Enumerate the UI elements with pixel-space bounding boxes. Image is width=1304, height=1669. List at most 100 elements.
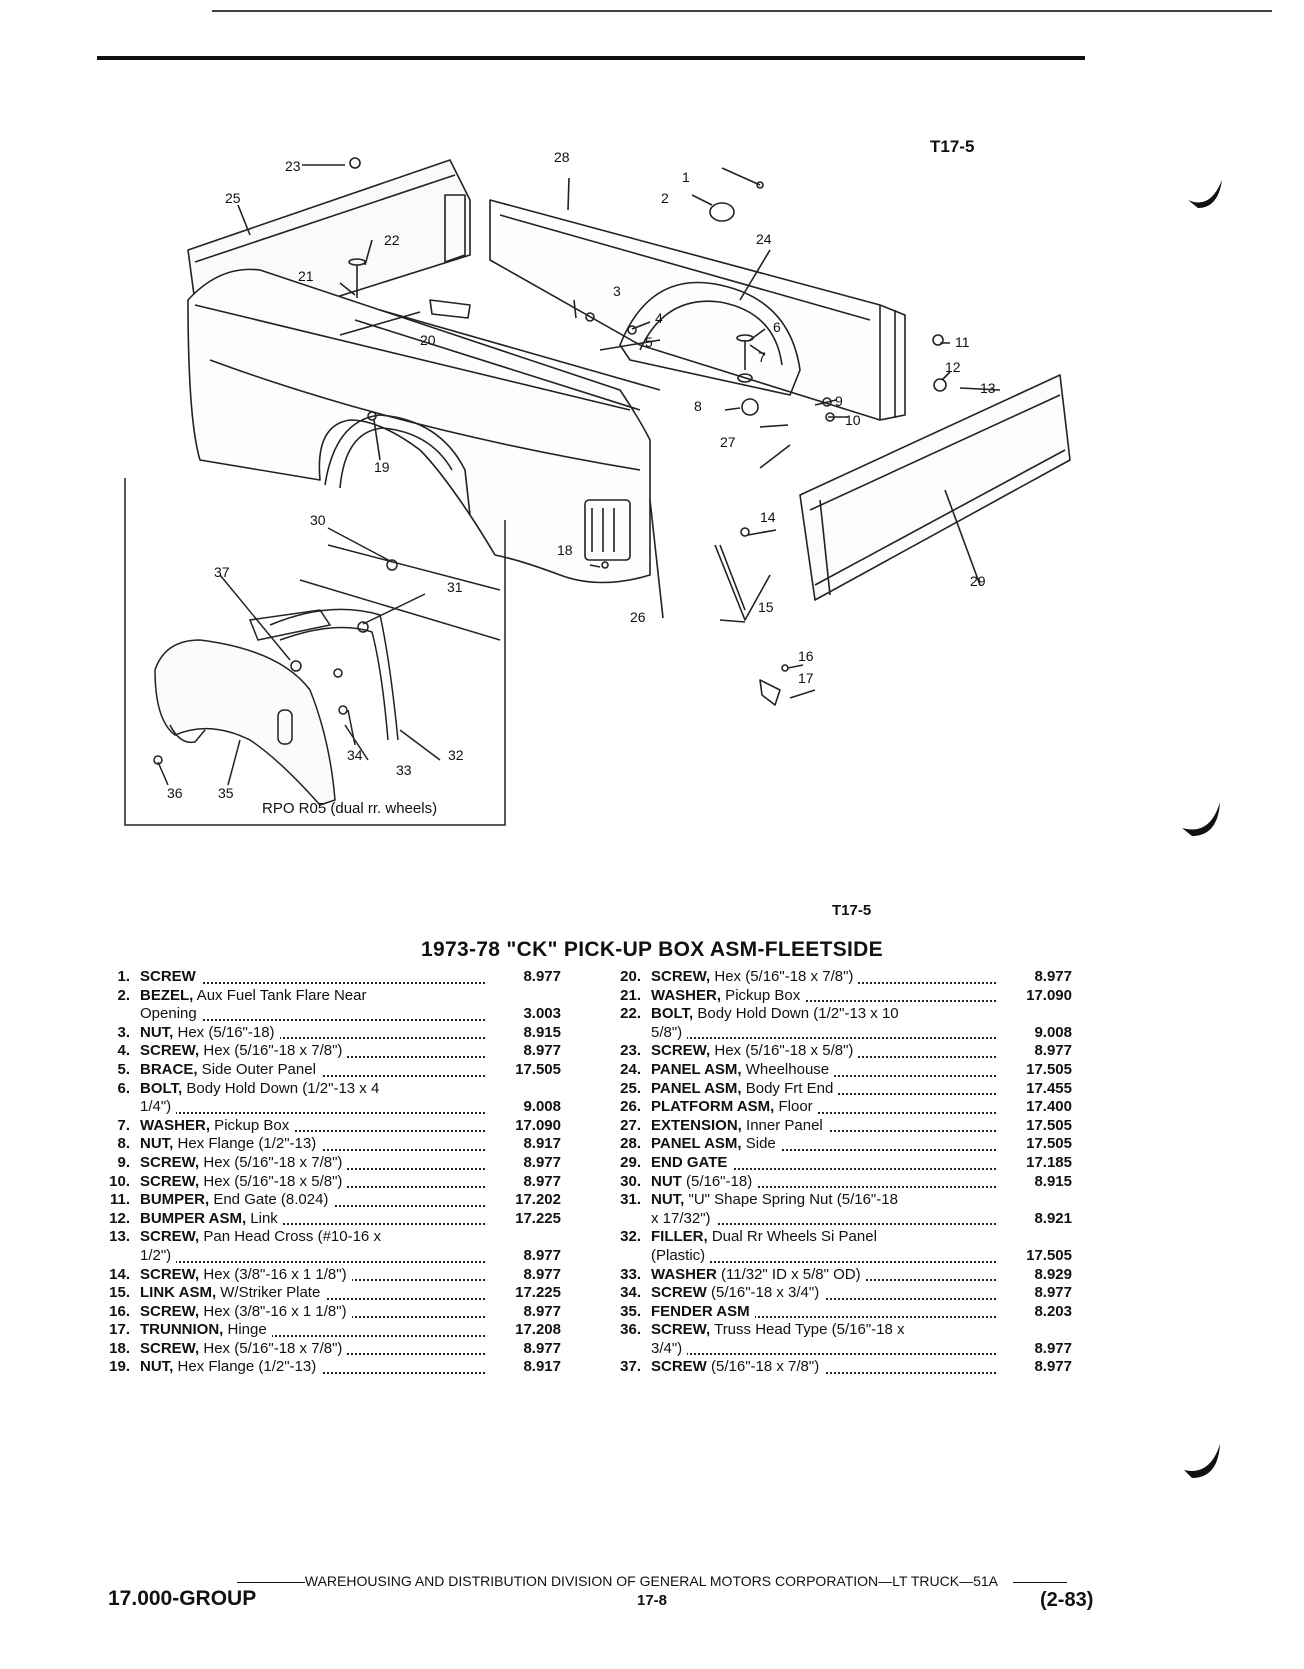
item-detail: 3/4") (651, 1339, 683, 1357)
item-number: 21. (620, 986, 641, 1004)
item-text: PLATFORM ASM, Floor (651, 1098, 818, 1116)
item-text: LINK ASM, W/Striker Plate (140, 1284, 326, 1302)
parts-list-row: x 17/32")8.921 (603, 1209, 1083, 1229)
svg-text:24: 24 (756, 231, 772, 247)
item-detail: "U" Shape Spring Nut (5/16"-18 (684, 1191, 898, 1209)
svg-text:4: 4 (655, 310, 663, 326)
item-detail: Pickup Box (721, 986, 801, 1004)
leader-dots (651, 1260, 996, 1263)
leader-dots (651, 1167, 996, 1170)
item-text: SCREW, Hex (5/16"-18 x 7/8") (140, 1153, 348, 1171)
parts-list-row: 22.BOLT, Body Hold Down (1/2"-13 x 10 (603, 1005, 1083, 1024)
group-number: 8.917 (523, 1135, 561, 1153)
item-number: 30. (620, 1172, 641, 1190)
item-name: BUMPER, (140, 1191, 210, 1209)
group-number: 17.505 (515, 1060, 561, 1078)
parts-list-row: 5/8")9.008 (603, 1023, 1083, 1043)
item-text: EXTENSION, Inner Panel (651, 1116, 828, 1134)
item-description: x 17/32") (651, 1209, 996, 1229)
group-number: 17.208 (515, 1321, 561, 1339)
svg-text:29: 29 (970, 573, 986, 589)
leader-dots (651, 1000, 996, 1003)
item-detail: Body Frt End (741, 1079, 834, 1097)
header-rule (97, 56, 1085, 60)
item-detail: (5/16"-18 x 7/8") (706, 1358, 820, 1376)
item-number: 8. (117, 1135, 130, 1153)
item-text: BRACE, Side Outer Panel (140, 1060, 321, 1078)
item-number: 3. (117, 1023, 130, 1041)
item-detail: Hex Flange (1/2"-13) (173, 1135, 317, 1153)
parts-list-row: 30.NUT (5/16"-18)8.915 (603, 1172, 1083, 1192)
item-text: BUMPER ASM, Link (140, 1209, 283, 1227)
leader-dots (140, 1018, 485, 1021)
item-description: SCREW, Hex (5/16"-18 x 7/8") (140, 1153, 485, 1173)
item-name: BOLT, (651, 1005, 694, 1023)
item-description: WASHER (11/32" ID x 5/8" OD) (651, 1265, 996, 1285)
group-number: 8.929 (1034, 1265, 1072, 1283)
item-description: FENDER ASM (651, 1302, 996, 1322)
item-description: SCREW, Hex (3/8"-16 x 1 1/8") (140, 1265, 485, 1285)
item-detail: Floor (774, 1098, 813, 1116)
item-detail: 5/8") (651, 1023, 683, 1041)
item-number: 23. (620, 1042, 641, 1060)
leader-dots (651, 1223, 996, 1226)
item-number: 1. (117, 968, 130, 985)
item-number: 14. (109, 1265, 130, 1283)
svg-text:30: 30 (310, 512, 326, 528)
footer-page-number: 17-8 (636, 1592, 668, 1609)
item-text: PANEL ASM, Side (651, 1135, 781, 1153)
svg-text:12: 12 (945, 359, 961, 375)
item-name: SCREW, (140, 1265, 200, 1283)
svg-text:25: 25 (225, 190, 241, 206)
item-name: SCREW, (651, 968, 711, 985)
item-name: BOLT, (140, 1079, 183, 1097)
item-description: BOLT, Body Hold Down (1/2"-13 x 10 (651, 1005, 996, 1024)
item-number: 17. (109, 1321, 130, 1339)
item-description: SCREW, Hex (3/8"-16 x 1 1/8") (140, 1302, 485, 1322)
item-text: 1/4") (140, 1098, 177, 1116)
group-number: 17.505 (1026, 1060, 1072, 1078)
parts-list-row: 6.BOLT, Body Hold Down (1/2"-13 x 4 (92, 1079, 572, 1099)
group-number: 17.455 (1026, 1079, 1072, 1097)
item-name: NUT, (651, 1191, 685, 1209)
item-text: FILLER, Dual Rr Wheels Si Panel (651, 1228, 882, 1246)
item-detail: Opening (140, 1005, 197, 1023)
parts-list-row: 16.SCREW, Hex (3/8"-16 x 1 1/8")8.977 (92, 1302, 572, 1322)
group-number: 17.225 (515, 1284, 561, 1302)
item-number: 34. (620, 1284, 641, 1302)
item-description: SCREW, Hex (5/16"-18 x 7/8") (651, 968, 996, 987)
binder-ring-marks (1182, 180, 1222, 1478)
group-number: 17.225 (515, 1209, 561, 1227)
group-number: 8.977 (1034, 1042, 1072, 1060)
item-text: SCREW, Hex (5/16"-18 x 7/8") (140, 1339, 348, 1357)
item-name: WASHER, (651, 986, 722, 1004)
item-detail: Inner Panel (741, 1116, 823, 1134)
item-description: SCREW, Pan Head Cross (#10-16 x (140, 1228, 485, 1247)
group-number: 3.003 (523, 1005, 561, 1023)
parts-list-row: 18.SCREW, Hex (5/16"-18 x 7/8")8.977 (92, 1339, 572, 1359)
svg-text:18: 18 (557, 542, 573, 558)
item-text: NUT, "U" Shape Spring Nut (5/16"-18 (651, 1191, 903, 1209)
item-text: 3/4") (651, 1339, 688, 1357)
item-detail: Hex (5/16"-18 x 5/8") (199, 1172, 343, 1190)
item-number: 16. (109, 1302, 130, 1320)
svg-text:10: 10 (845, 412, 861, 428)
item-name: SCREW, (651, 1321, 711, 1339)
parts-list-row: 37.SCREW (5/16"-18 x 7/8")8.977 (603, 1358, 1083, 1377)
item-detail: Side (741, 1135, 776, 1153)
group-number: 8.977 (1034, 1339, 1072, 1357)
item-text: SCREW, Pan Head Cross (#10-16 x (140, 1228, 386, 1246)
parts-list-row: 9.SCREW, Hex (5/16"-18 x 7/8")8.977 (92, 1153, 572, 1173)
parts-list-row: 1/4")9.008 (92, 1098, 572, 1117)
item-number: 33. (620, 1265, 641, 1283)
item-description: PANEL ASM, Side (651, 1135, 996, 1154)
item-text: NUT (5/16"-18) (651, 1172, 758, 1190)
item-detail: Hex (5/16"-18 x 7/8") (199, 1153, 343, 1171)
item-name: SCREW, (140, 1339, 200, 1357)
